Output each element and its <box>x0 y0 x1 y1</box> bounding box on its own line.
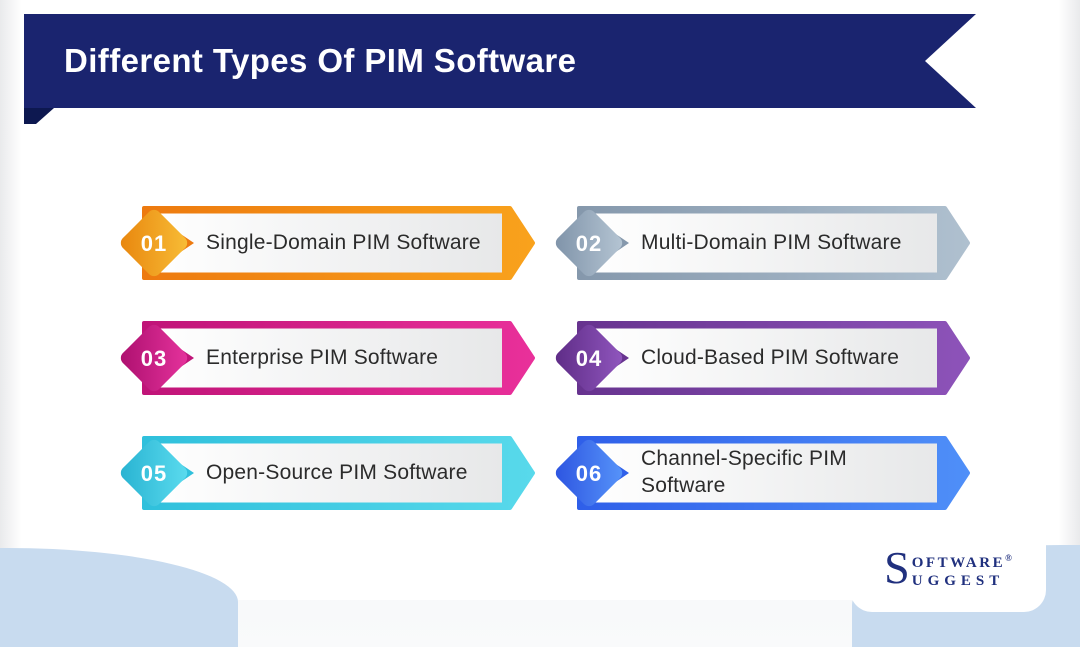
softwaresuggest-logo: S OFTWARE® UGGEST <box>884 542 1012 594</box>
title-ribbon: Different Types Of PIM Software <box>24 14 976 126</box>
item-number: 04 <box>576 346 602 371</box>
logo-tab: S OFTWARE® UGGEST <box>850 528 1046 612</box>
item-ribbon-body <box>150 443 502 503</box>
logo-word-software: OFTWARE® <box>912 553 1012 572</box>
pim-item-04: 04 Cloud-Based PIM Software <box>549 319 970 397</box>
page-title: Different Types Of PIM Software <box>64 42 577 79</box>
item-number-badge <box>120 439 188 507</box>
item-ribbon-body <box>585 328 937 388</box>
pim-item-02: 02 Multi-Domain PIM Software <box>549 204 970 282</box>
logo-wordmark: OFTWARE® UGGEST <box>912 550 1012 590</box>
item-number-badge <box>555 209 623 277</box>
item-number: 01 <box>141 231 167 256</box>
logo-initial: S <box>884 542 910 594</box>
item-label: Cloud-Based PIM Software <box>641 345 900 369</box>
item-number-badge <box>555 439 623 507</box>
item-label: Enterprise PIM Software <box>206 345 439 369</box>
item-ribbon-body <box>585 443 937 503</box>
pim-item-05: 05 Open-Source PIM Software <box>114 434 535 512</box>
logo-word-suggest: UGGEST <box>911 572 1005 589</box>
item-number-badge <box>120 324 188 392</box>
item-ribbon-body <box>150 328 502 388</box>
ribbon-fold <box>24 108 54 124</box>
logo-word-software-text: OFTWARE <box>911 555 1006 572</box>
item-label: Multi-Domain PIM Software <box>641 230 902 254</box>
item-number-badge <box>555 324 623 392</box>
item-number-badge <box>120 209 188 277</box>
registered-mark: ® <box>1005 553 1012 564</box>
item-label: Channel-Specific PIM Software <box>641 447 847 497</box>
item-label: Open-Source PIM Software <box>206 460 468 484</box>
item-ribbon-body <box>585 213 937 273</box>
item-number: 05 <box>141 461 167 486</box>
pim-item-03: 03 Enterprise PIM Software <box>114 319 535 397</box>
pim-types-grid: 01 Single-Domain PIM Software 02 Multi-D… <box>114 204 970 512</box>
item-label: Single-Domain PIM Software <box>206 230 481 254</box>
item-ribbon-body <box>150 213 502 273</box>
pim-item-01: 01 Single-Domain PIM Software <box>114 204 535 282</box>
pim-item-06: 06 Channel-Specific PIM Software <box>549 434 970 512</box>
item-number: 02 <box>576 231 602 256</box>
item-number: 06 <box>576 461 602 486</box>
item-number: 03 <box>141 346 167 371</box>
ribbon-shape <box>24 14 976 108</box>
